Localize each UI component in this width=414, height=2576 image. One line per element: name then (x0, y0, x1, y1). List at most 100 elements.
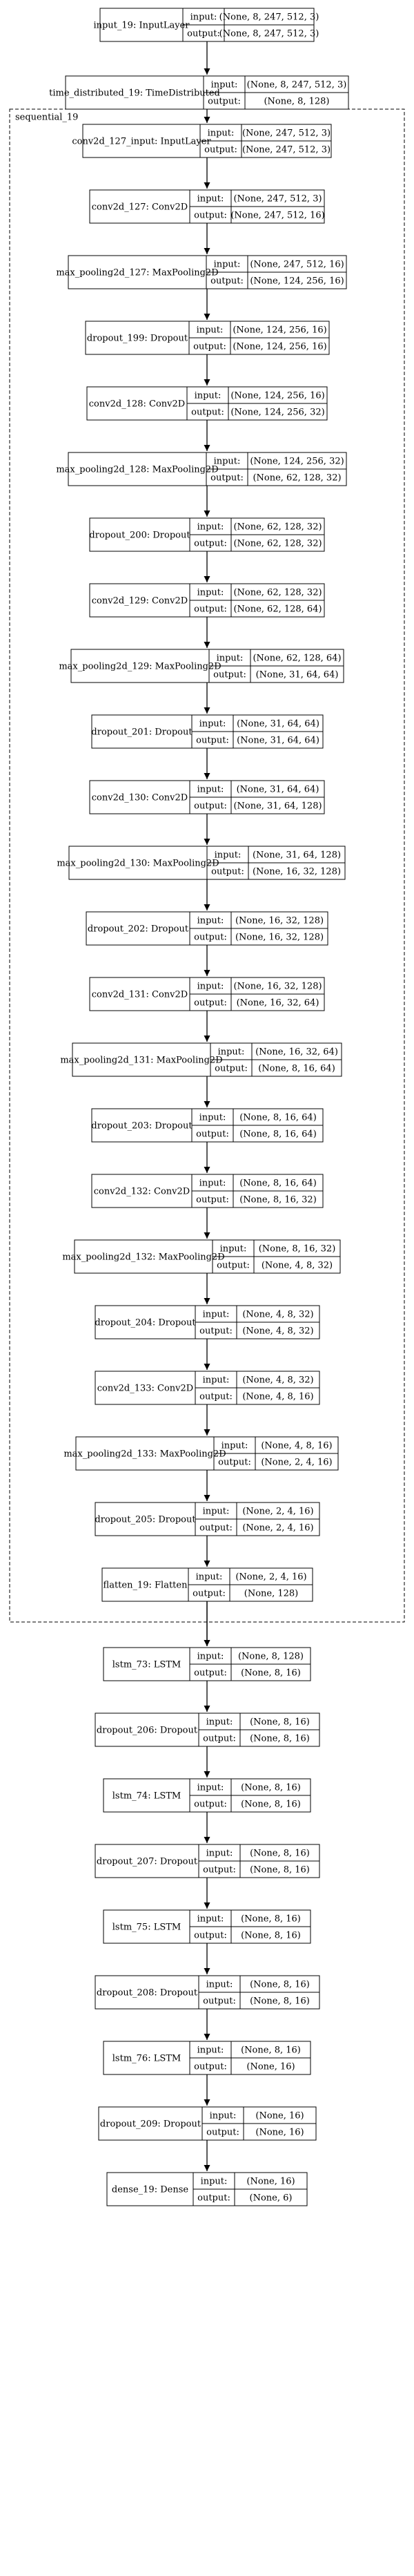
layer-name: lstm_74: LSTM (112, 1791, 181, 1802)
output-shape: (None, 8, 16) (250, 1865, 310, 1876)
output-label: output: (210, 473, 244, 484)
input-label: input: (218, 1047, 245, 1058)
output-shape: (None, 8, 16) (241, 1668, 301, 1679)
input-shape: (None, 2, 4, 16) (235, 1572, 306, 1583)
output-label: output: (194, 998, 227, 1009)
input-label: input: (197, 1783, 224, 1793)
output-label: output: (203, 1734, 236, 1744)
input-shape: (None, 8, 16, 32) (259, 1244, 336, 1254)
input-shape: (None, 16, 32, 128) (233, 982, 322, 992)
input-label: input: (206, 1980, 233, 1990)
input-label: input: (190, 12, 217, 23)
layer-name: max_pooling2d_128: MaxPooling2D (56, 465, 218, 475)
output-label: output: (194, 604, 227, 615)
layer-name: input_19: InputLayer (93, 21, 190, 31)
sequential-cluster-label: sequential_19 (15, 113, 78, 123)
output-label: output: (215, 1064, 248, 1074)
layer-node-dropout-200: dropout_200: Dropoutinput:output:(None, … (89, 517, 325, 552)
layer-name: lstm_75: LSTM (112, 1923, 181, 1933)
input-shape: (None, 8, 16) (250, 1980, 310, 1990)
input-label: input: (203, 1507, 230, 1517)
layer-node-max-pooling2d-129: max_pooling2d_129: MaxPooling2Dinput:out… (59, 649, 344, 683)
input-label: input: (211, 80, 238, 90)
input-shape: (None, 62, 128, 64) (253, 653, 341, 664)
input-shape: (None, 8, 16) (250, 1849, 310, 1859)
output-shape: (None, 62, 128, 64) (233, 604, 322, 615)
layer-name: lstm_76: LSTM (112, 2054, 181, 2064)
output-label: output: (194, 211, 227, 221)
output-label: output: (194, 539, 227, 549)
output-shape: (None, 8, 16, 64) (258, 1064, 335, 1074)
input-shape: (None, 8, 16, 64) (239, 1113, 317, 1123)
input-label: input: (197, 916, 224, 926)
input-label: input: (199, 1179, 226, 1189)
output-shape: (None, 31, 64, 128) (233, 801, 322, 812)
input-label: input: (195, 391, 221, 401)
input-shape: (None, 4, 8, 32) (242, 1310, 313, 1320)
output-label: output: (187, 29, 220, 39)
layer-node-conv2d-127-input: conv2d_127_input: InputLayerinput:output… (72, 124, 332, 158)
output-shape: (None, 16, 32, 64) (237, 998, 319, 1009)
input-shape: (None, 8, 16) (241, 1783, 301, 1793)
output-label: output: (196, 736, 229, 746)
input-label: input: (221, 1441, 248, 1451)
input-shape: (None, 124, 256, 32) (250, 457, 344, 467)
input-label: input: (196, 1572, 223, 1583)
layer-name: flatten_19: Flatten (103, 1581, 188, 1591)
layer-node-dropout-206: dropout_206: Dropoutinput:output:(None, … (95, 1712, 320, 1747)
input-label: input: (197, 588, 224, 598)
layer-name: max_pooling2d_129: MaxPooling2D (59, 662, 221, 672)
output-label: output: (211, 867, 244, 877)
input-label: input: (215, 850, 241, 861)
layer-node-dropout-209: dropout_209: Dropoutinput:output:(None, … (98, 2106, 317, 2141)
output-shape: (None, 62, 128, 32) (233, 539, 322, 549)
layer-name: lstm_73: LSTM (112, 1660, 181, 1670)
output-label: output: (194, 1800, 227, 1810)
output-shape: (None, 247, 512, 16) (230, 211, 324, 221)
output-shape: (None, 31, 64, 64) (237, 736, 319, 746)
output-label: output: (213, 670, 246, 680)
layer-name: max_pooling2d_127: MaxPooling2D (56, 268, 218, 278)
input-shape: (None, 16) (255, 2111, 304, 2121)
output-label: output: (199, 1392, 233, 1402)
output-shape: (None, 6) (250, 2193, 293, 2204)
input-label: input: (197, 785, 224, 795)
output-shape: (None, 4, 8, 32) (262, 1261, 333, 1271)
layer-node-dropout-205: dropout_205: Dropoutinput:output:(None, … (95, 1502, 320, 1536)
output-shape: (None, 124, 256, 32) (230, 408, 324, 418)
output-shape: (None, 2, 4, 16) (242, 1523, 313, 1534)
input-label: input: (201, 2177, 228, 2187)
layer-name: time_distributed_19: TimeDistributed (49, 88, 220, 99)
layer-node-max-pooling2d-133: max_pooling2d_133: MaxPooling2Dinput:out… (63, 1436, 339, 1471)
input-shape: (None, 16, 32, 128) (235, 916, 324, 926)
layer-node-dropout-204: dropout_204: Dropoutinput:output:(None, … (95, 1305, 320, 1339)
output-shape: (None, 16) (246, 2062, 295, 2072)
layer-name: dropout_209: Dropout (100, 2119, 201, 2130)
layer-name: dropout_205: Dropout (95, 1515, 196, 1525)
layer-node-dropout-199: dropout_199: Dropoutinput:output:(None, … (85, 321, 330, 355)
output-shape: (None, 62, 128, 32) (253, 473, 341, 484)
input-shape: (None, 8, 247, 512, 3) (247, 80, 347, 90)
layer-node-dropout-201: dropout_201: Dropoutinput:output:(None, … (91, 714, 324, 749)
output-label: output: (196, 1195, 229, 1205)
layer-node-max-pooling2d-130: max_pooling2d_130: MaxPooling2Dinput:out… (57, 846, 346, 880)
output-label: output: (208, 97, 241, 107)
layer-node-dropout-207: dropout_207: Dropoutinput:output:(None, … (95, 1844, 320, 1878)
input-label: input: (197, 2045, 224, 2056)
output-shape: (None, 8, 16, 64) (239, 1129, 317, 1140)
layer-name: conv2d_130: Conv2D (92, 793, 188, 803)
input-shape: (None, 8, 16) (250, 1717, 310, 1728)
input-shape: (None, 247, 512, 3) (242, 128, 331, 139)
layer-name: dropout_204: Dropout (95, 1318, 196, 1328)
layer-name: max_pooling2d_133: MaxPooling2D (63, 1449, 226, 1460)
input-label: input: (203, 1375, 230, 1386)
layer-node-dropout-208: dropout_208: Dropoutinput:output:(None, … (95, 1975, 320, 2010)
layer-name: max_pooling2d_131: MaxPooling2D (60, 1056, 222, 1066)
